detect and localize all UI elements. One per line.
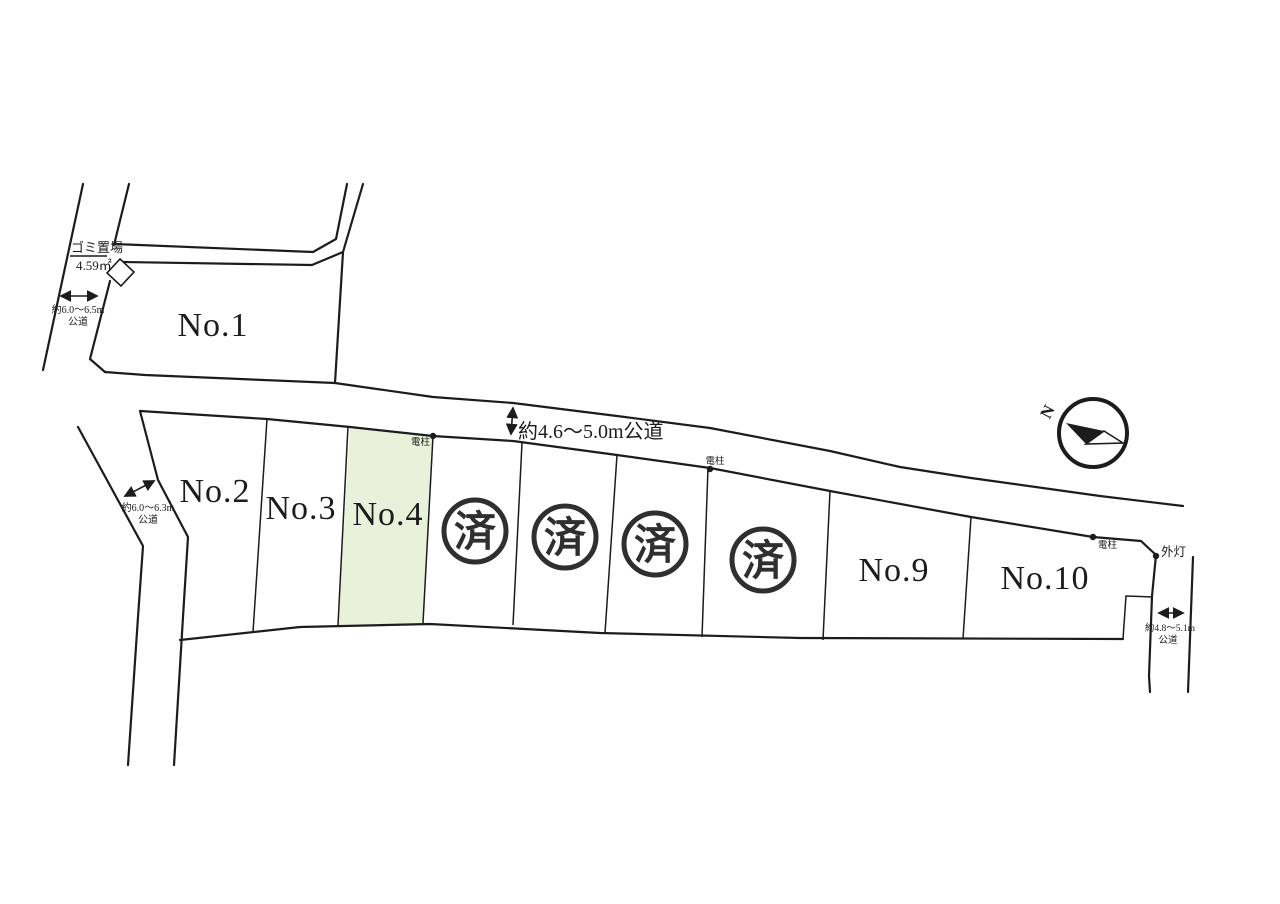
compass-needle-dark [1066, 423, 1104, 444]
north-road-bottom-edge [138, 409, 1158, 557]
utility-pole-label-1: 電柱 [411, 436, 431, 448]
sold-stamp-circle-1 [441, 497, 509, 565]
lot-no1-west-edge [88, 279, 112, 374]
west-road-lower-type-label: 公道 [138, 513, 158, 526]
street-light-dot [1152, 552, 1160, 560]
west-road-right-edge-lower [138, 409, 190, 767]
utility-pole-dot-1 [429, 432, 437, 440]
dimension-arrow-north-road [505, 406, 519, 436]
divider-sold2-sold3 [604, 454, 618, 634]
lot-label-no9: No.9 [858, 552, 929, 589]
divider-no2-no3 [252, 418, 268, 633]
compass-circle [1057, 397, 1129, 469]
divider-sold3-sold4 [701, 467, 709, 638]
west-road-upper-width-label: 約6.0～6.5m [52, 303, 105, 316]
garbage-area-label: ゴミ置場 [71, 240, 123, 255]
divider-no9-no10 [962, 516, 972, 640]
west-road-left-edge-upper [41, 182, 85, 372]
east-road-left-edge [1147, 553, 1158, 694]
compass-north-letter: N [1036, 401, 1059, 421]
divider-no4-sold1 [422, 435, 434, 624]
lot-label-no1: No.1 [177, 307, 248, 344]
garbage-area-box [105, 257, 136, 288]
lot-no10-corner-notch [1122, 595, 1154, 640]
lot-no4-highlight [338, 427, 433, 625]
lot-row-south-boundary [178, 622, 1125, 642]
divider-sold1-sold2 [512, 442, 523, 626]
sold-stamp-text-2: 済 [544, 515, 587, 562]
sold-stamp-text-3: 済 [634, 522, 677, 569]
dimension-arrow-west-road-lower [123, 480, 156, 497]
divider-sold4-no9 [822, 490, 831, 641]
street-light-label: 外灯 [1161, 545, 1186, 559]
east-road-width-label: 約4.8～5.1m [1145, 622, 1196, 634]
sold-stamp-circle-3 [621, 510, 689, 578]
lot-no1-east-edge [333, 250, 345, 385]
west-road-upper-type-label: 公道 [68, 315, 88, 328]
utility-pole-label-3: 電柱 [1098, 539, 1118, 551]
sold-stamp-text-1: 済 [454, 509, 497, 556]
north-road-label: 約4.6～5.0m公道 [518, 420, 664, 443]
compass-needle-light [1083, 430, 1126, 445]
lot-label-no2: No.2 [179, 473, 250, 510]
utility-pole-dot-2 [706, 465, 714, 473]
sold-stamp-circle-2 [531, 503, 599, 571]
lot-label-no10: No.10 [1000, 560, 1089, 597]
compass-rose: N [1036, 397, 1129, 469]
east-road-type-label: 公道 [1158, 634, 1178, 646]
garbage-area-size: 4.59㎡ [76, 258, 112, 273]
west-road-right-edge-upper [112, 182, 131, 247]
sold-stamp-text-4: 済 [742, 538, 785, 585]
east-road-right-edge [1186, 555, 1195, 694]
utility-pole-dot-3 [1089, 533, 1097, 541]
utility-pole-label-2: 電柱 [705, 455, 725, 467]
lot-label-no3: No.3 [265, 490, 336, 527]
west-road-left-edge-lower [76, 425, 145, 767]
north-access-road-lower-edge [121, 182, 365, 267]
sold-stamp-circle-4 [729, 526, 797, 594]
north-road-top-edge [103, 370, 1185, 508]
west-road-lower-width-label: 約6.0～6.3m [122, 501, 175, 514]
north-access-road-upper-edge [112, 182, 349, 254]
lot-label-no4: No.4 [352, 496, 423, 533]
divider-no3-no4 [337, 425, 349, 626]
